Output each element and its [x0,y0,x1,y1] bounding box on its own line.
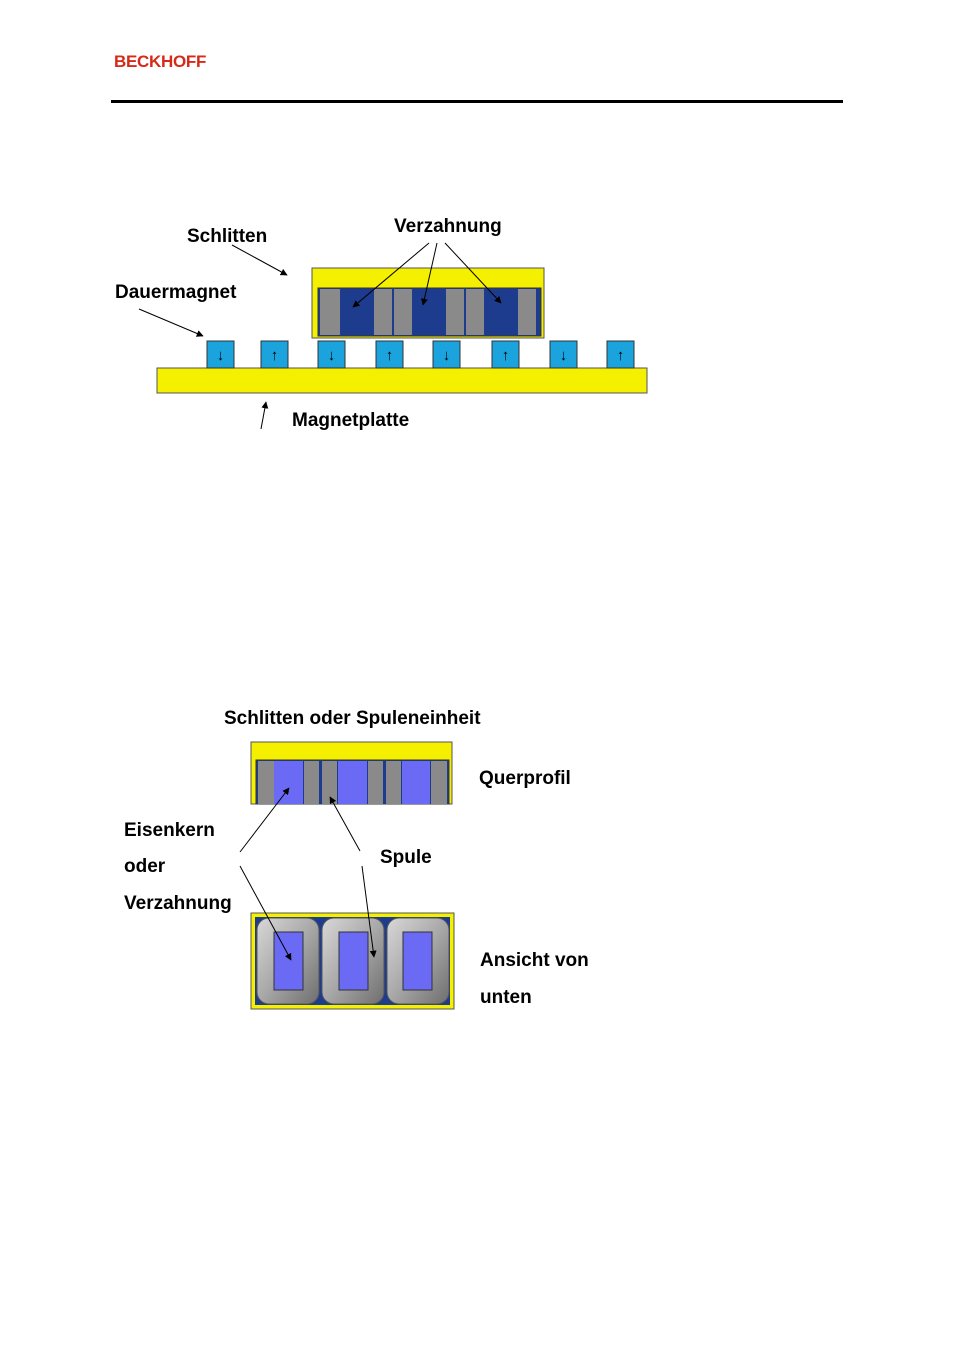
magnet [491,340,520,369]
label-verzahnung: Verzahnung [394,216,502,237]
header-rule [111,100,843,103]
permanent-magnets: ↓ ↑ ↓ ↑ ↓ ↑ ↓ ↑ [206,340,635,369]
diagram-side-view: ↓ ↑ ↓ ↑ ↓ ↑ ↓ ↑ Schlitten Verzahnung Dau… [115,216,648,431]
bottom-view-coils [256,917,450,1005]
label-oder: oder [124,856,166,877]
magnet [317,340,346,369]
magnet [375,340,404,369]
label-ansicht-von: Ansicht von [480,950,589,971]
cross-section-strip [255,759,450,805]
magnet-arrow-icon: ↑ [502,347,510,364]
magnet [432,340,461,369]
beckhoff-logo: BECKHOFF [114,52,207,71]
label-querprofil: Querprofil [479,768,571,789]
magnet-arrow-icon: ↓ [328,347,336,364]
magnet [260,340,289,369]
magnet-arrow-icon: ↑ [271,347,279,364]
magnet [206,340,235,369]
magnet-arrow-icon: ↑ [386,347,394,364]
label-unten: unten [480,987,532,1008]
label-schlitten: Schlitten [187,226,267,247]
magnet-arrow-icon: ↓ [443,347,451,364]
pointer-arrows-2 [239,787,377,961]
diagram-coil-unit: Schlitten oder Spuleneinheit Qu [124,708,589,1010]
label-magnetplatte: Magnetplatte [292,410,409,431]
iron-core [338,931,369,991]
label-spule: Spule [380,847,432,868]
magnet-arrow-icon: ↓ [560,347,568,364]
label-coil-unit-title: Schlitten oder Spuleneinheit [224,708,481,729]
label-eisenkern: Eisenkern [124,820,215,841]
slide-teeth-strip [317,287,542,337]
magnet [549,340,578,369]
pointer-arrows [138,242,502,430]
magnet [606,340,635,369]
label-verzahnung-2: Verzahnung [124,893,232,914]
iron-core [402,931,433,991]
label-dauermagnet: Dauermagnet [115,282,237,303]
magnet-arrow-icon: ↑ [617,347,625,364]
magnet-plate [156,367,648,394]
iron-core [273,931,304,991]
magnet-arrow-icon: ↓ [217,347,225,364]
